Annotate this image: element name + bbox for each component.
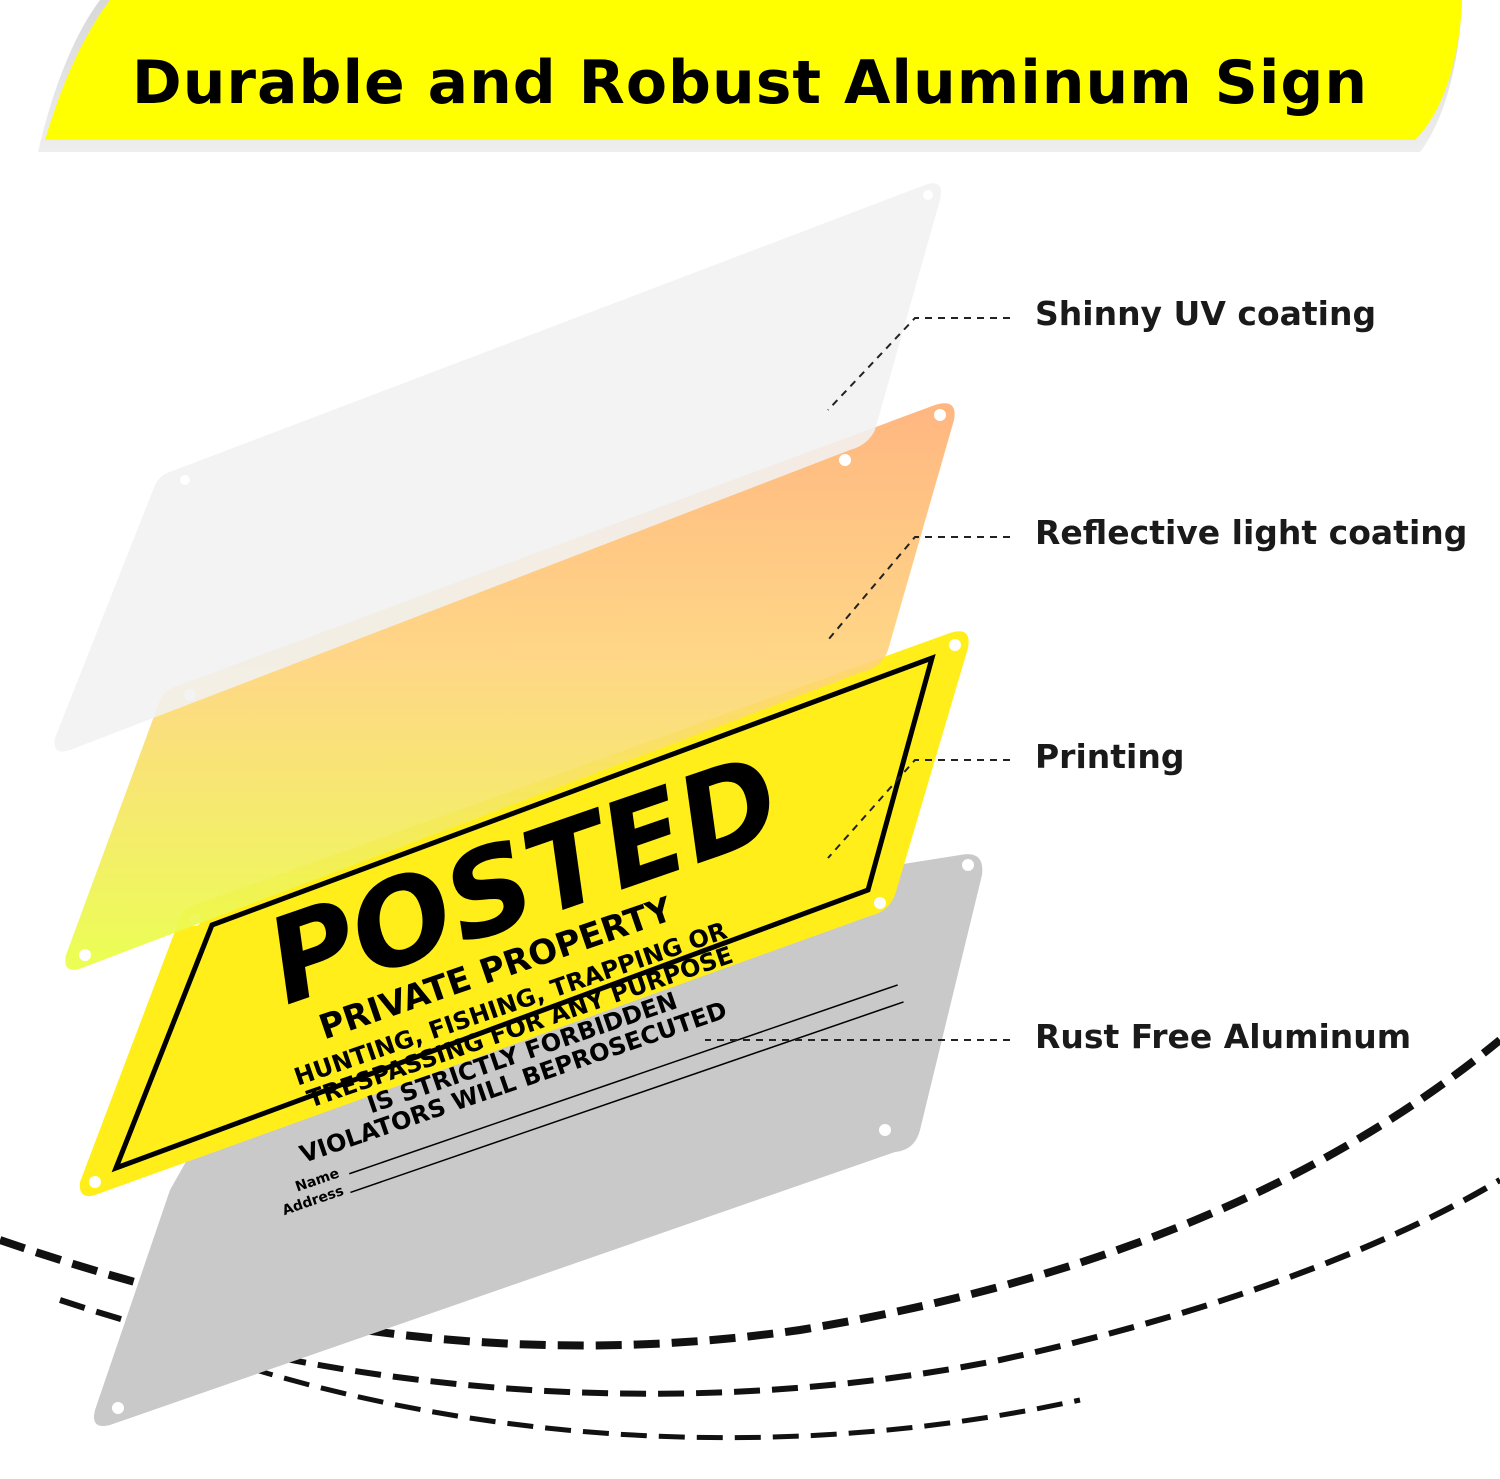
layer-uv-coating (54, 183, 942, 752)
label-aluminum: Rust Free Aluminum (1035, 1017, 1412, 1056)
leader-reflective (827, 536, 1010, 641)
leader-uv (827, 317, 1010, 411)
leader-lines (705, 317, 1010, 1041)
label-uv-coating: Shinny UV coating (1035, 294, 1377, 333)
label-printing: Printing (1035, 737, 1185, 776)
leader-printing (827, 759, 1010, 859)
banner-title: Durable and Robust Aluminum Sign (131, 48, 1369, 118)
label-reflective-coating: Reflective light coating (1035, 513, 1468, 552)
title-banner (38, 0, 1462, 152)
banner-background (45, 0, 1462, 140)
background-swoosh (0, 1036, 1500, 1441)
